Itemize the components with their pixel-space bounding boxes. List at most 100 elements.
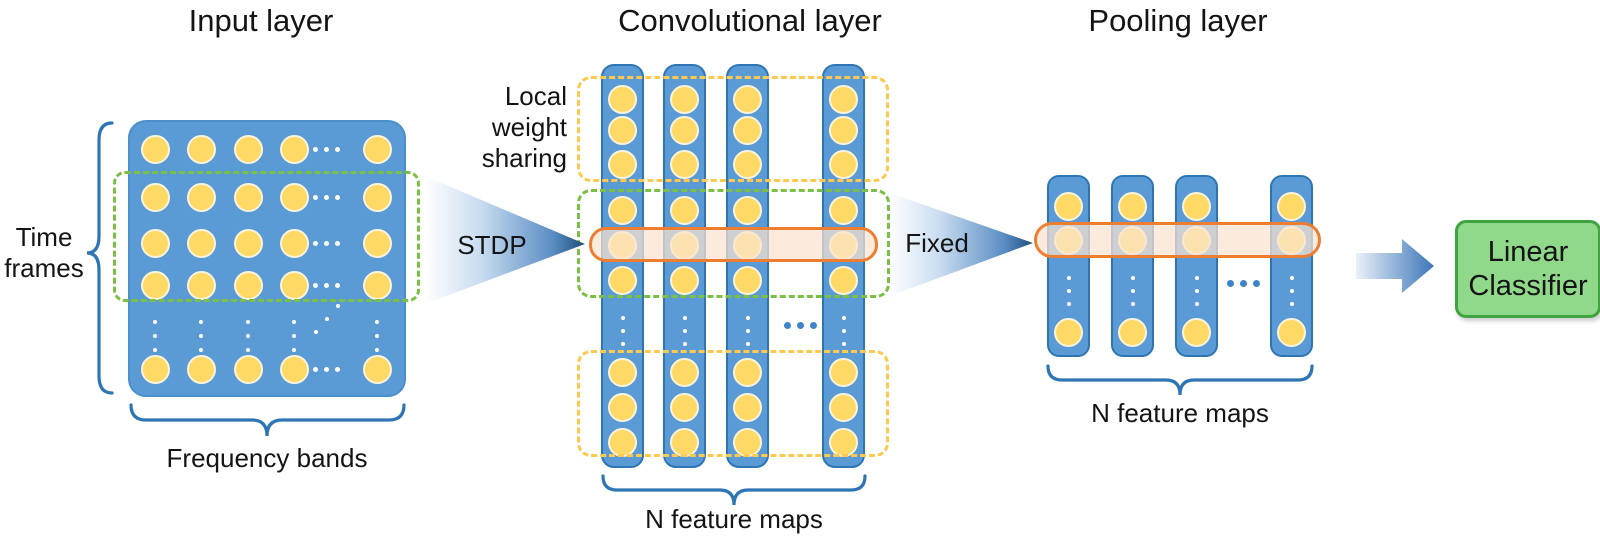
input-neuron-r2c4 xyxy=(362,228,392,258)
conv-neuron-map3-r6 xyxy=(733,357,762,387)
pool-neuron-map2-r0 xyxy=(1118,191,1147,221)
input-neuron-r1c2 xyxy=(233,182,263,212)
input-neuron-r1c3 xyxy=(279,182,309,212)
input-layer-box xyxy=(128,120,406,397)
input-row-ellipsis-dot xyxy=(323,240,329,246)
pool-col-ellipsis-dot xyxy=(1130,276,1135,280)
conv-col-ellipsis-dot xyxy=(682,342,687,346)
input-row-ellipsis-dot xyxy=(334,240,340,246)
conv-neuron-map1-r1 xyxy=(608,115,637,145)
linear-classifier-line2: Classifier xyxy=(1468,270,1588,302)
local-weight-sharing-label: Local weight sharing xyxy=(481,81,567,173)
pool-map-ellipsis-dot xyxy=(1239,279,1247,287)
input-neuron-r1c0 xyxy=(140,182,170,212)
conv-col-ellipsis-dot xyxy=(841,316,846,320)
conv-neuron-map4-r2 xyxy=(829,149,858,179)
input-neuron-r4c3 xyxy=(279,354,309,384)
input-neuron-r0c4 xyxy=(362,134,392,164)
conv-neuron-map4-r5 xyxy=(829,265,858,295)
input-row-ellipsis-dot xyxy=(334,366,340,372)
conv-col-ellipsis-dot xyxy=(620,316,625,320)
conv-neuron-map3-r3 xyxy=(733,195,762,225)
input-neuron-r0c2 xyxy=(233,134,263,164)
input-layer-title: Input layer xyxy=(188,3,334,38)
conv-neuron-map2-r3 xyxy=(670,195,699,225)
input-diagonal-ellipsis-dot xyxy=(314,330,318,334)
pool-col-ellipsis-dot xyxy=(1289,276,1294,280)
conv-col-ellipsis-dot xyxy=(745,316,750,320)
conv-neuron-map3-r2 xyxy=(733,149,762,179)
input-col-ellipsis-dot xyxy=(153,320,157,324)
pool-neuron-map1-r0 xyxy=(1054,191,1083,221)
input-neuron-r4c4 xyxy=(362,354,392,384)
input-row-ellipsis-dot xyxy=(312,240,318,246)
input-col-ellipsis-dot xyxy=(153,348,157,352)
pool-col-ellipsis-dot xyxy=(1066,289,1071,293)
input-col-ellipsis-dot xyxy=(153,334,157,338)
conv-col-ellipsis-dot xyxy=(841,329,846,333)
input-col-ellipsis-dot xyxy=(375,320,379,324)
conv-neuron-map3-r5 xyxy=(733,265,762,295)
input-neuron-r2c1 xyxy=(186,228,216,258)
classifier-arrow xyxy=(1356,239,1434,293)
input-row-ellipsis-dot xyxy=(312,194,318,200)
pool-feature-maps-brace xyxy=(1046,364,1314,396)
input-col-ellipsis-dot xyxy=(292,348,296,352)
pool-col-ellipsis-dot xyxy=(1194,289,1199,293)
input-row-ellipsis-dot xyxy=(312,282,318,288)
conv-col-ellipsis-dot xyxy=(682,316,687,320)
input-neuron-r0c3 xyxy=(279,134,309,164)
time-frames-brace xyxy=(86,121,114,395)
conv-neuron-map2-r5 xyxy=(670,265,699,295)
conv-neuron-map4-r1 xyxy=(829,115,858,145)
input-row-ellipsis-dot xyxy=(334,282,340,288)
pool-neuron-map4-r0 xyxy=(1277,191,1306,221)
input-neuron-r0c1 xyxy=(186,134,216,164)
conv-col-ellipsis-dot xyxy=(745,329,750,333)
pool-col-ellipsis-dot xyxy=(1194,276,1199,280)
conv-neuron-map1-r3 xyxy=(608,195,637,225)
pool-map-ellipsis-dot xyxy=(1226,279,1234,287)
linear-classifier-box: Linear Classifier xyxy=(1455,220,1600,318)
pool-col-ellipsis-dot xyxy=(1194,302,1199,306)
conv-local-weight-sharing-yellow-dashed-top xyxy=(577,76,889,182)
pool-col-ellipsis-dot xyxy=(1289,289,1294,293)
conv-neuron-map2-r6 xyxy=(670,357,699,387)
input-neuron-r1c1 xyxy=(186,182,216,212)
linear-classifier-line1: Linear xyxy=(1487,236,1569,268)
input-row-ellipsis-dot xyxy=(323,282,329,288)
pool-map-ellipsis-dot xyxy=(1252,279,1260,287)
conv-pooling-row-orange-band xyxy=(589,227,878,262)
input-col-ellipsis-dot xyxy=(199,334,203,338)
conv-neuron-map4-r3 xyxy=(829,195,858,225)
conv-neuron-map3-r7 xyxy=(733,392,762,422)
conv-neuron-map3-r0 xyxy=(733,84,762,114)
input-diagonal-ellipsis-dot xyxy=(336,304,340,308)
conv-neuron-map2-r2 xyxy=(670,149,699,179)
input-neuron-r2c3 xyxy=(279,228,309,258)
input-col-ellipsis-dot xyxy=(199,320,203,324)
convolutional-layer-title: Convolutional layer xyxy=(618,3,882,38)
conv-col-ellipsis-dot xyxy=(620,329,625,333)
conv-col-ellipsis-dot xyxy=(745,342,750,346)
input-col-ellipsis-dot xyxy=(375,334,379,338)
pool-col-ellipsis-dot xyxy=(1130,289,1135,293)
conv-map-ellipsis-dot xyxy=(796,321,804,329)
input-neuron-r2c0 xyxy=(140,228,170,258)
input-row-ellipsis-dot xyxy=(323,194,329,200)
input-row-ellipsis-dot xyxy=(312,366,318,372)
conv-neuron-map2-r0 xyxy=(670,84,699,114)
conv-neuron-map4-r6 xyxy=(829,357,858,387)
conv-neuron-map4-r0 xyxy=(829,84,858,114)
input-neuron-r1c4 xyxy=(362,182,392,212)
conv-col-ellipsis-dot xyxy=(841,342,846,346)
pool-row-orange-band xyxy=(1034,222,1321,258)
input-col-ellipsis-dot xyxy=(246,334,250,338)
conv-neuron-map4-r8 xyxy=(829,427,858,457)
conv-map-ellipsis-dot xyxy=(783,321,791,329)
pooling-layer-title: Pooling layer xyxy=(1088,3,1268,38)
input-neuron-r3c3 xyxy=(279,270,309,300)
conv-neuron-map1-r0 xyxy=(608,84,637,114)
conv-neuron-map3-r1 xyxy=(733,115,762,145)
